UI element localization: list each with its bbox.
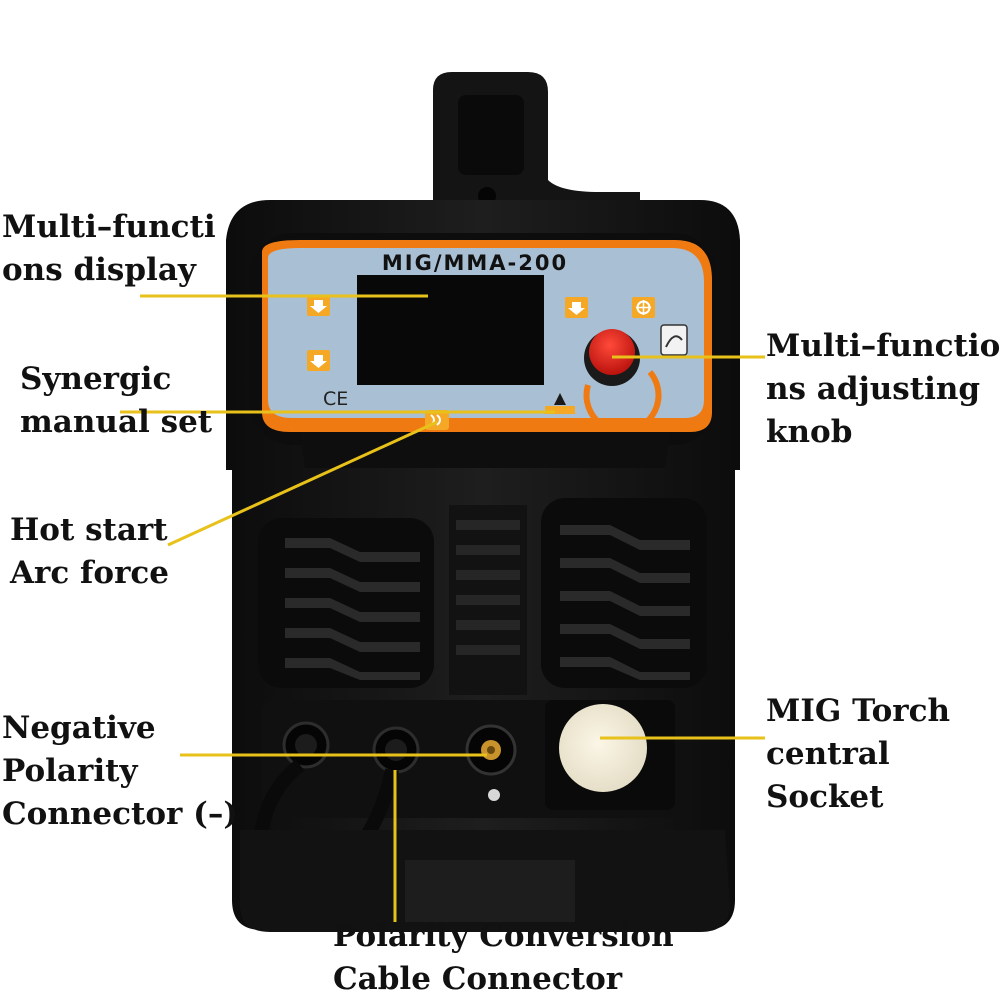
crosshair-icon: [632, 297, 655, 318]
label-line: knob: [766, 414, 853, 450]
mig-torch-socket[interactable]: [545, 700, 675, 810]
label-line: Negative: [2, 710, 156, 746]
label-line: Arc force: [10, 555, 169, 591]
right-vent: [541, 498, 707, 688]
label-line: MIG Torch: [766, 693, 951, 729]
label-line: Multi–functio: [766, 328, 1000, 364]
label-line: Synergic: [20, 361, 172, 397]
label-hotstart: Hot start Arc force: [10, 509, 169, 595]
model-label: MIG/MMA-200: [382, 251, 568, 275]
ce-mark: CE: [323, 388, 348, 410]
label-negative: Negative Polarity Connector (–): [2, 707, 238, 836]
label-line: central: [766, 736, 890, 772]
label-synergic: Synergic manual set: [20, 358, 212, 444]
label-line: Multi–functi: [2, 209, 216, 245]
base-grip: [405, 860, 575, 922]
warning-triangle-icon: [545, 393, 575, 414]
label-line: manual set: [20, 404, 213, 440]
callout-lines: [120, 294, 765, 922]
negative-connector[interactable]: [282, 721, 330, 769]
label-line: Polarity Conversion: [333, 918, 674, 954]
label-line: Hot start: [10, 512, 168, 548]
label-line: Cable Connector: [333, 961, 623, 997]
carry-handle: [433, 72, 640, 215]
left-vent: [258, 518, 434, 688]
label-display: Multi–functi ons display: [2, 206, 216, 292]
label-knob: Multi–functio ns adjusting knob: [766, 325, 1000, 454]
label-polarity: Polarity Conversion Cable Connector: [333, 915, 674, 1001]
label-line: ons display: [2, 252, 196, 288]
label-line: ns adjusting: [766, 371, 981, 407]
callout-line-hotstart: [167, 420, 438, 547]
center-vent: [449, 505, 527, 695]
down-arrow-icon: [307, 350, 330, 371]
down-arrow-icon: [565, 297, 588, 318]
label-line: Socket: [766, 779, 884, 815]
label-line: Polarity: [2, 753, 138, 789]
positive-connector[interactable]: [465, 724, 517, 801]
polarity-conversion-connector[interactable]: [372, 726, 420, 774]
front-bumper: [300, 432, 670, 468]
label-line: Connector (–): [2, 796, 238, 832]
lcd-screen: [357, 275, 544, 385]
wire-feed-icon: [660, 324, 688, 356]
down-arrow-icon: [307, 295, 330, 316]
label-torch: MIG Torch central Socket: [766, 690, 950, 819]
